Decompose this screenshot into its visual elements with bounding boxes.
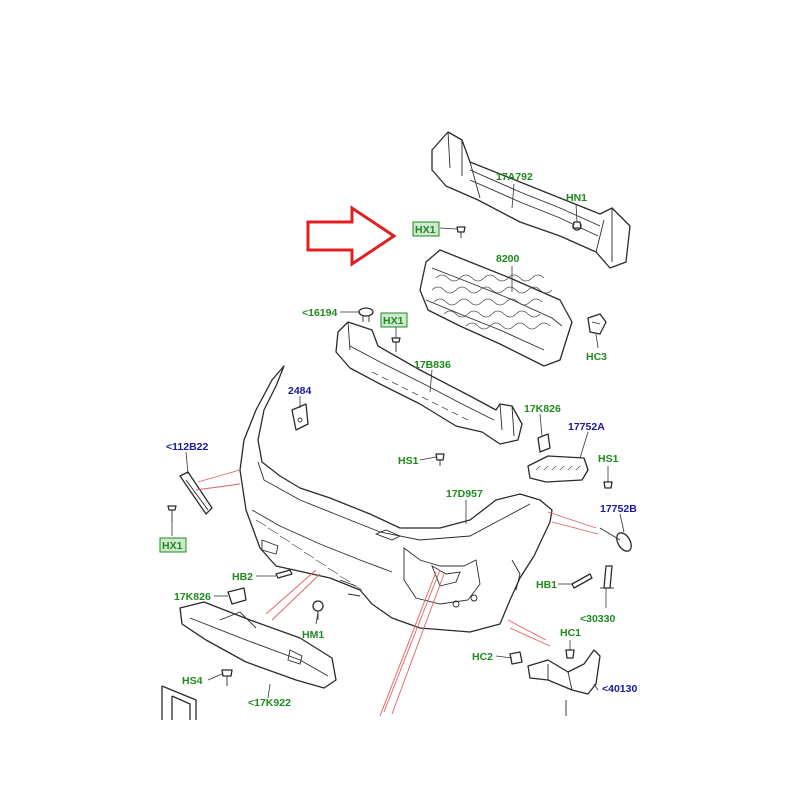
30330-bolt <box>600 565 614 589</box>
hx1-mid-screw <box>391 337 401 352</box>
hx1-mid-box <box>380 312 408 328</box>
label-17d957: 17D957 <box>446 488 483 500</box>
label-hs1-b: HS1 <box>598 453 619 465</box>
hx1-left-screw <box>167 505 177 522</box>
label-hx1-top: HX1 <box>415 224 436 236</box>
hc2-clip <box>509 651 523 665</box>
hb2-bolt <box>275 569 293 579</box>
skid-plate <box>179 601 337 689</box>
label-hc3: HC3 <box>586 351 607 363</box>
label-112b22: <112B22 <box>166 441 208 453</box>
label-2484: 2484 <box>288 385 312 397</box>
hn1-nut <box>572 221 582 231</box>
hx1-top-box <box>412 221 440 237</box>
bumper-cover <box>239 365 553 633</box>
label-8200: 8200 <box>496 253 520 265</box>
112b22-strip <box>179 471 213 515</box>
16194-clip <box>358 307 374 322</box>
label-40130: <40130 <box>602 683 637 695</box>
label-hb1: HB1 <box>536 579 557 591</box>
hx1-top-screw <box>456 226 466 238</box>
label-hx1-left: HX1 <box>162 540 183 552</box>
callout-labels: 17A792 HN1 HX1 8200 <16194 HX1 17B836 HC… <box>159 171 637 709</box>
17k826-right-bracket <box>537 433 551 453</box>
plate-frame <box>161 685 197 720</box>
lower-carrier <box>335 321 523 445</box>
hs1-screw-b <box>603 481 613 489</box>
leader-lines <box>171 183 625 699</box>
hm1-clip <box>312 600 324 620</box>
label-hn1: HN1 <box>566 192 587 204</box>
label-hm1: HM1 <box>302 629 324 641</box>
label-hs4: HS4 <box>182 675 203 687</box>
17k826-left-bracket <box>227 587 247 605</box>
upper-grille <box>419 249 573 367</box>
label-hx1-mid: HX1 <box>383 315 404 327</box>
section-lines <box>195 469 599 717</box>
label-17752b: 17752B <box>600 503 637 515</box>
hc1-clip <box>565 649 575 659</box>
label-16194: <16194 <box>302 307 337 319</box>
label-17k826-left: 17K826 <box>174 591 211 603</box>
label-17b836: 17B836 <box>414 359 451 371</box>
red-outline-arrow-icon <box>306 205 397 267</box>
hs4-screw <box>221 669 233 686</box>
label-30330: <30330 <box>580 613 615 625</box>
label-hb2: HB2 <box>232 571 253 583</box>
label-hs1-a: HS1 <box>398 455 419 467</box>
reinforcement-beam <box>431 131 631 269</box>
hb1-bolt <box>571 573 593 589</box>
label-17752a: 17752A <box>568 421 605 433</box>
40130-bracket <box>527 649 601 695</box>
label-17a792: 17A792 <box>496 171 533 183</box>
label-hc1: HC1 <box>560 627 581 639</box>
label-hc2: HC2 <box>472 651 493 663</box>
hc3-clip <box>587 313 607 335</box>
hs1-screw-a <box>435 453 445 466</box>
17752b-cap <box>599 527 632 552</box>
label-17k922: <17K922 <box>248 697 291 709</box>
label-17k826-right: 17K826 <box>524 403 561 415</box>
hx1-left-box <box>159 537 187 553</box>
17752a-bezel <box>527 455 589 483</box>
2484-bracket <box>291 403 309 431</box>
